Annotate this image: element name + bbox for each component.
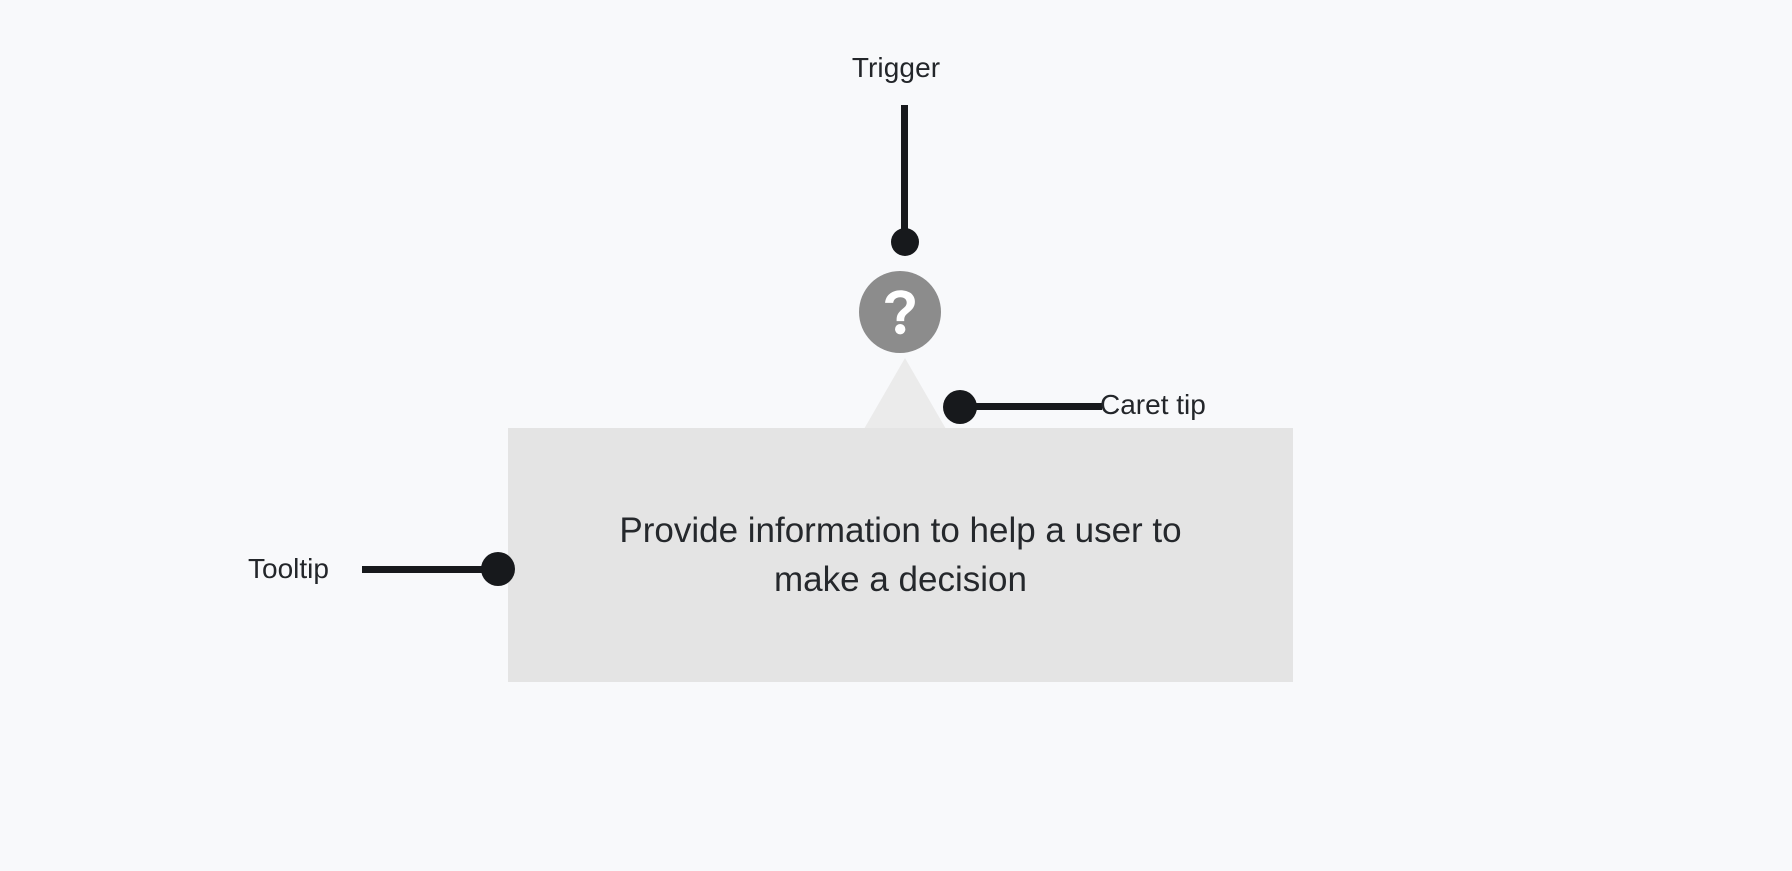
trigger-leader-line bbox=[901, 105, 908, 245]
caret-tip-annotation-label: Caret tip bbox=[1100, 389, 1206, 420]
trigger-annotation-label: Trigger bbox=[851, 52, 941, 83]
tooltip-leader-line bbox=[362, 566, 499, 573]
tooltip-annotation-label: Tooltip bbox=[248, 553, 329, 584]
tooltip-leader-dot bbox=[481, 552, 515, 586]
question-mark-glyph bbox=[885, 290, 915, 335]
tooltip-box: Provide information to help a user to ma… bbox=[508, 428, 1293, 682]
tooltip-caret bbox=[864, 358, 946, 429]
question-mark-circle-icon[interactable] bbox=[859, 271, 941, 353]
tooltip-body-text: Provide information to help a user to ma… bbox=[619, 511, 1182, 599]
caret-tip-leader-line bbox=[972, 403, 1102, 410]
caret-tip-leader-dot bbox=[943, 390, 977, 424]
trigger-leader-dot bbox=[891, 228, 919, 256]
